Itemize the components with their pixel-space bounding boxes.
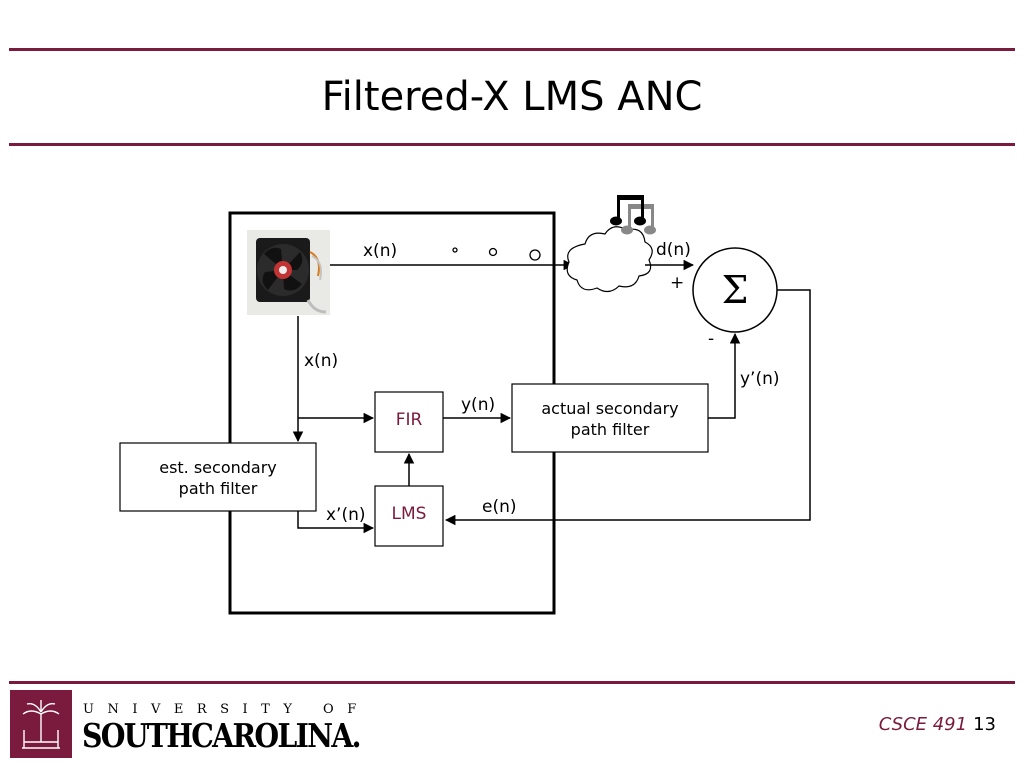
- top-rule: [9, 48, 1015, 51]
- fxlms-diagram: x(n) d(n) + Σ - e(n) x(n): [119, 195, 811, 615]
- course-code: CSCE 491: [878, 714, 968, 735]
- university-seal-logo: [10, 690, 72, 758]
- label-y-prime-n: y’(n): [740, 369, 780, 389]
- fir-label: FIR: [396, 410, 423, 430]
- label-x-n-left: x(n): [304, 351, 338, 371]
- label-d-n: d(n): [656, 240, 691, 260]
- label-plus: +: [670, 273, 684, 293]
- est-block-line1: est. secondary: [159, 458, 277, 477]
- lms-label: LMS: [392, 504, 427, 524]
- xprime-to-lms-arrow: [297, 511, 375, 534]
- sigma-symbol: Σ: [722, 268, 749, 312]
- actual-secondary-path-block: [511, 383, 709, 453]
- slide-title: Filtered-X LMS ANC: [321, 74, 703, 120]
- label-y-n: y(n): [461, 395, 495, 415]
- actual-block-line1: actual secondary: [541, 399, 678, 418]
- cloud-icon: [566, 226, 653, 293]
- est-block-line2: path filter: [179, 479, 258, 498]
- label-x-prime-n: x’(n): [326, 505, 366, 525]
- label-minus: -: [708, 329, 714, 349]
- error-feedback-path: [444, 289, 811, 526]
- yprime-to-sum-arrow: [708, 332, 741, 419]
- label-e-n: e(n): [482, 497, 517, 517]
- fir-block: [374, 391, 444, 453]
- palmetto-icon: [22, 700, 60, 749]
- title-underline-rule: [9, 143, 1015, 146]
- label-x-n-top: x(n): [363, 241, 397, 261]
- page-number: 13: [973, 714, 996, 735]
- fan-icon: [247, 230, 330, 315]
- footer-rule: [9, 681, 1015, 684]
- logo-university-of: UNIVERSITY OF: [83, 702, 370, 717]
- est-secondary-path-block: [119, 442, 317, 512]
- logo-south-carolina: SOUTHCAROLINA.: [82, 716, 362, 755]
- sound-wave-icon: [452, 247, 541, 261]
- actual-block-line2: path filter: [571, 420, 650, 439]
- music-notes-icon: [610, 195, 656, 235]
